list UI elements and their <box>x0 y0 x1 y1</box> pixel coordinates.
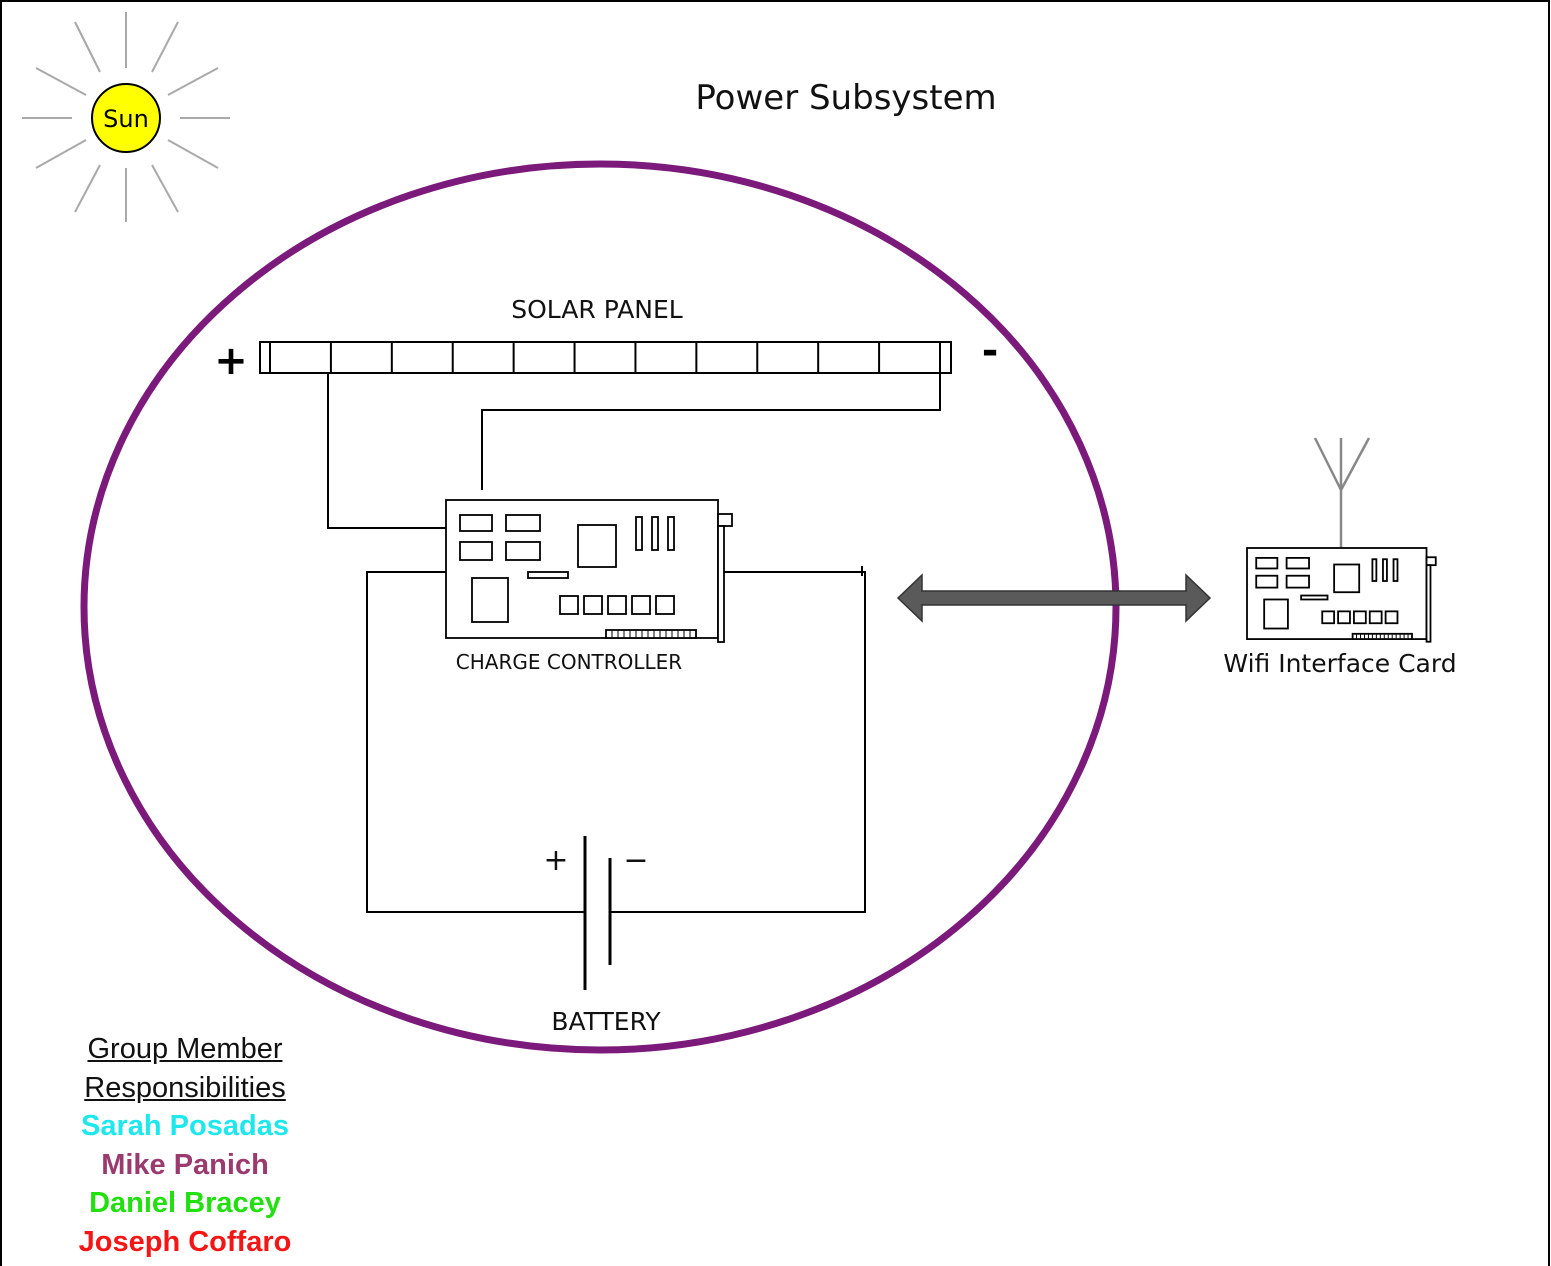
solar-panel-minus-label: - <box>982 328 999 374</box>
diagram-title: Power Subsystem <box>695 78 996 118</box>
legend-heading-line1: Group Member <box>87 1033 283 1065</box>
legend-member: Mike Panich <box>101 1148 269 1181</box>
wifi-card-label: Wifi Interface Card <box>1223 649 1456 678</box>
solar-panel-label: SOLAR PANEL <box>511 295 683 324</box>
bidirectional-arrow-icon <box>896 573 1212 623</box>
sun-label: Sun <box>103 105 149 133</box>
battery-icon <box>583 836 612 990</box>
subsystem-boundary <box>80 160 1120 1054</box>
wiring <box>327 373 941 913</box>
charge-controller-icon <box>445 499 733 643</box>
wifi-interface-card-icon <box>1246 547 1437 643</box>
legend-member: Sarah Posadas <box>81 1110 289 1142</box>
wire-battery-minus <box>610 571 866 913</box>
wire-battery-plus <box>366 571 585 913</box>
solar-panel-icon <box>259 341 952 374</box>
sun-icon <box>22 12 230 222</box>
battery-plus-label: + <box>543 843 568 878</box>
sun-circle <box>91 83 161 153</box>
group-member-legend: Group Member Responsibilities Sarah Posa… <box>40 1030 330 1261</box>
battery-minus-label: − <box>623 843 648 878</box>
antenna-icon <box>1313 437 1371 550</box>
legend-member: Joseph Coffaro <box>78 1225 292 1258</box>
battery-label: BATTERY <box>551 1007 661 1036</box>
wire-panel-minus <box>481 373 941 490</box>
charge-controller-label: CHARGE CONTROLLER <box>456 650 683 674</box>
legend-member: Daniel Bracey <box>89 1187 281 1219</box>
wire-panel-plus <box>327 373 446 529</box>
legend-heading-line2: Responsibilities <box>84 1071 286 1104</box>
solar-panel-plus-label: + <box>214 338 248 384</box>
